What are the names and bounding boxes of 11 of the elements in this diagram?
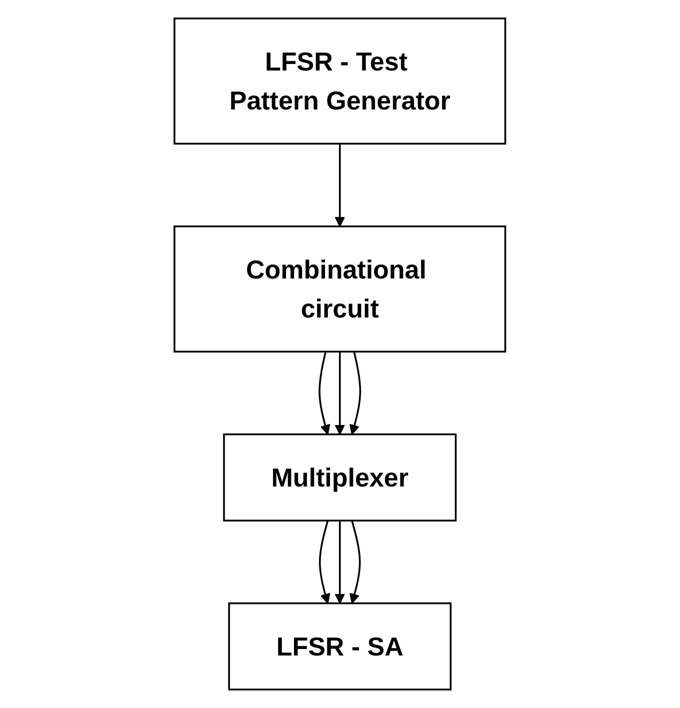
- node-box: Combinational circuit: [174, 226, 506, 353]
- arrow: [350, 520, 361, 604]
- node-box: Multiplexer: [223, 433, 457, 522]
- arrow: [318, 351, 330, 435]
- node-box: LFSR - Test Pattern Generator: [174, 18, 506, 145]
- node-box: LFSR - SA: [228, 602, 452, 690]
- arrow: [319, 520, 330, 604]
- arrow: [350, 351, 362, 435]
- arrow: [334, 144, 346, 227]
- arrow: [334, 352, 346, 435]
- arrow: [334, 520, 346, 604]
